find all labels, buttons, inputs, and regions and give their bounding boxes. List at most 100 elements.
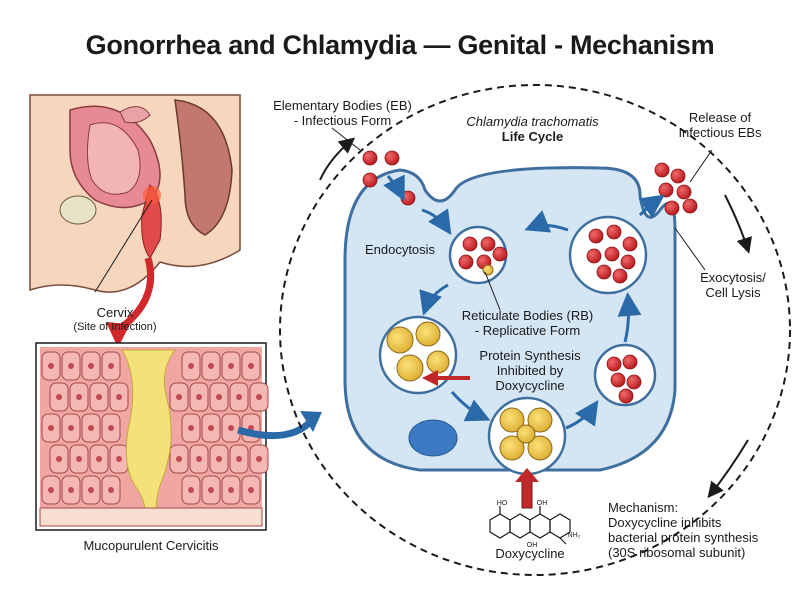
rb-label-line2: - Replicative Form	[474, 323, 581, 338]
inhibit-arrow-up-head	[515, 468, 539, 482]
cycle-arrow-top-left	[319, 137, 356, 181]
arrow-to-inclusion	[617, 292, 642, 343]
reticulate-body	[396, 354, 424, 382]
mechanism-note: Mechanism: Doxycycline inhibits bacteria…	[608, 500, 798, 560]
elementary-body	[606, 224, 622, 240]
elementary-body	[480, 236, 496, 252]
epithelial-cell-nucleus	[176, 456, 182, 462]
arrow-to-ebs	[565, 400, 599, 430]
epithelial-cell-nucleus	[108, 487, 114, 493]
elementary-body	[622, 354, 638, 370]
cervix-label: Cervix (Site of Infection)	[40, 305, 190, 335]
exo-label-line1: Exocytosis/	[700, 270, 766, 285]
protein-synthesis-label: Protein Synthesis Inhibited by Doxycycli…	[465, 348, 595, 393]
blue-arrow-head	[300, 411, 322, 432]
elementary-body	[658, 182, 674, 198]
cycle-arrow-right	[724, 194, 752, 254]
epithelial-cell-nucleus	[76, 456, 82, 462]
epithelial-cell-nucleus	[196, 456, 202, 462]
elementary-body	[618, 388, 634, 404]
elementary-body	[620, 254, 636, 270]
reticulate-body	[499, 435, 525, 461]
epithelial-cell-nucleus	[96, 456, 102, 462]
eb-pointer-line	[331, 127, 361, 151]
lifecycle-species: Chlamydia trachomatis	[466, 114, 599, 129]
epithelial-cell-nucleus	[208, 487, 214, 493]
mech-line1: Mechanism:	[608, 500, 679, 515]
ps-label-line1: Protein Synthesis	[479, 348, 581, 363]
arrow-entry	[421, 208, 452, 235]
ps-label-line2: Inhibited by	[496, 363, 564, 378]
elementary-body	[610, 372, 626, 388]
red-arrow-head	[106, 322, 130, 348]
release-label: Release of Infectious EBs	[665, 110, 775, 140]
lifecycle-title: Life Cycle	[501, 129, 564, 144]
epithelial-cell-nucleus	[216, 394, 222, 400]
mech-line3: bacterial protein synthesis	[608, 530, 759, 545]
arrow-to-replication	[450, 391, 491, 422]
epithelial-cell-nucleus	[88, 487, 94, 493]
elementary-body	[384, 150, 400, 166]
epithelial-cell-nucleus	[96, 394, 102, 400]
eb-label: Elementary Bodies (EB) - Infectious Form	[265, 98, 420, 128]
epithelial-cell-nucleus	[228, 487, 234, 493]
eb-label-line2: - Infectious Form	[293, 113, 392, 128]
rb-pointer-line	[484, 271, 501, 311]
inhibit-arrow-left-head	[422, 370, 438, 386]
epithelial-cell-nucleus	[228, 425, 234, 431]
epithelial-cell-nucleus	[188, 487, 194, 493]
mech-line4: (30S ribosomal subunit)	[608, 545, 746, 560]
molecule-oh-label-1: OH	[536, 500, 548, 507]
epithelial-cell-nucleus	[208, 363, 214, 369]
exo-label-line2: Cell Lysis	[705, 285, 761, 300]
elementary-body	[462, 236, 478, 252]
reticulate-body	[426, 350, 450, 374]
arrow-release	[638, 194, 665, 219]
epithelial-cell-nucleus	[176, 394, 182, 400]
elementary-body	[676, 184, 692, 200]
release-pointer-line	[689, 149, 713, 183]
reticulate-body	[386, 326, 414, 354]
ps-label-line3: Doxycycline	[495, 378, 565, 393]
release-label-line2: Infectious EBs	[678, 125, 762, 140]
reticulate-bodies	[386, 264, 553, 461]
host-nucleus	[408, 419, 458, 457]
cervix-label-text: Cervix	[96, 305, 134, 320]
elementary-body	[492, 246, 508, 262]
molecule-ho-label: HO	[496, 500, 508, 507]
arrow-to-rb	[419, 283, 449, 316]
life-cycle-dashed-circle	[279, 84, 791, 576]
epithelial-cell-nucleus	[248, 487, 254, 493]
mech-line2: Doxycycline inhibits	[608, 515, 722, 530]
epithelial-cell-nucleus	[256, 456, 262, 462]
elementary-body	[458, 254, 474, 270]
elementary-body	[622, 236, 638, 252]
epithelial-cell-nucleus	[48, 425, 54, 431]
lifecycle-heading: Chlamydia trachomatis Life Cycle	[440, 114, 625, 144]
epithelial-cell-nucleus	[88, 363, 94, 369]
epithelial-cell-nucleus	[236, 456, 242, 462]
reticulate-body	[415, 321, 441, 347]
cervix-pointer-line	[94, 199, 153, 293]
cycle-arrow-bottom-right	[707, 439, 749, 499]
elementary-body	[588, 228, 604, 244]
epithelial-cell-nucleus	[68, 487, 74, 493]
reticulate-body	[499, 407, 525, 433]
epithelial-cell-nucleus	[196, 394, 202, 400]
cervicitis-label: Mucopurulent Cervicitis	[83, 538, 219, 553]
elementary-body	[682, 198, 698, 214]
epithelial-cell-nucleus	[48, 363, 54, 369]
exocytosis-label: Exocytosis/ Cell Lysis	[678, 270, 788, 300]
rb-label: Reticulate Bodies (RB) - Replicative For…	[455, 308, 600, 338]
cervix-sub-label: (Site of Infection)	[73, 321, 157, 333]
epithelial-cell-nucleus	[48, 487, 54, 493]
inhibit-arrow-up	[521, 477, 533, 509]
eb-label-line1: Elementary Bodies (EB)	[273, 98, 412, 113]
elementary-body	[362, 172, 378, 188]
exo-pointer-line	[674, 227, 706, 271]
epithelial-cell-nucleus	[256, 394, 262, 400]
epithelial-cell-nucleus	[76, 394, 82, 400]
arrow-back	[524, 210, 569, 233]
doxycycline-label: Doxycycline	[495, 546, 565, 561]
